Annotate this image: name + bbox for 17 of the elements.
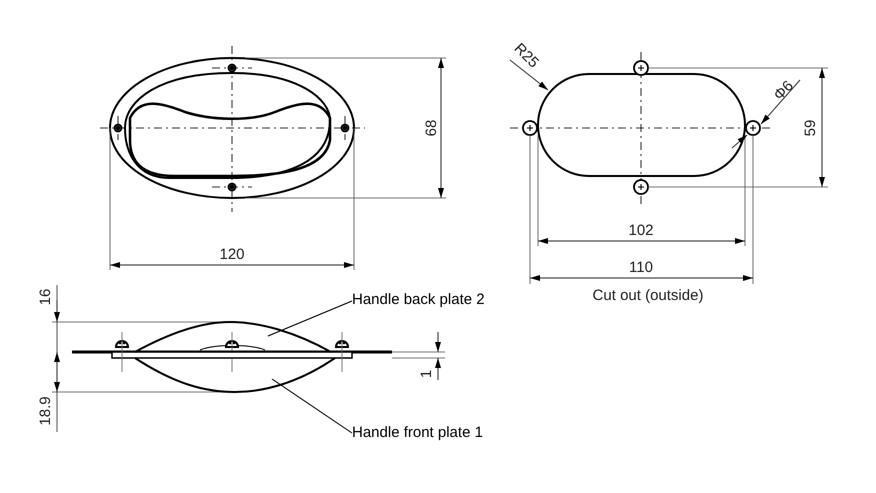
dimension-label: 18.9 bbox=[38, 396, 54, 426]
part-label: Handle back plate 2 bbox=[352, 291, 485, 309]
dimension-label: 68 bbox=[424, 120, 440, 136]
dimension-label: 59 bbox=[803, 120, 819, 136]
dimension-label: 110 bbox=[629, 260, 653, 276]
dimension-label: 102 bbox=[628, 223, 654, 239]
dimension-label: 1 bbox=[419, 370, 435, 378]
dimension-label: R25 bbox=[510, 40, 542, 72]
back-plate-drawing bbox=[135, 322, 331, 352]
part-label: Handle front plate 1 bbox=[352, 424, 483, 442]
dimension-label: Φ6 bbox=[771, 78, 797, 104]
dimension-label: 120 bbox=[219, 247, 245, 263]
leader-line bbox=[272, 378, 352, 434]
leader-line bbox=[268, 300, 352, 336]
dimension-label: 16 bbox=[38, 288, 54, 306]
view-caption: Cut out (outside) bbox=[592, 288, 704, 304]
front-plate-drawing bbox=[135, 358, 335, 392]
